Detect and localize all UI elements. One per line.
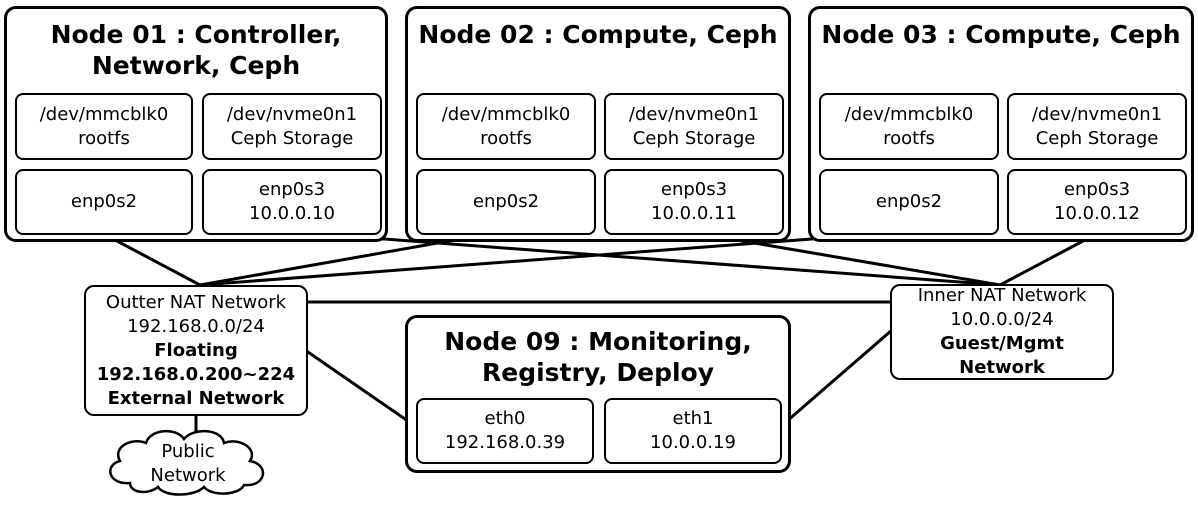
node-03-title: Node 03 : Compute, Ceph [821, 20, 1181, 49]
outer-net-external: External Network [107, 387, 285, 409]
inner-net-subnet: 10.0.0.0/24 [950, 309, 1054, 330]
inner-net-name: Inner NAT Network [917, 285, 1087, 306]
outer-net-floating: Floating [154, 339, 238, 361]
inner-net-guest: Guest/Mgmt [940, 333, 1064, 354]
link-inner-eth1 [778, 328, 893, 430]
node-09-title: Node 09 : Monitoring, Registry, Deploy [444, 327, 752, 387]
link-node01-enp0s3-inner [289, 230, 1001, 287]
outer-net-name: Outter NAT Network [105, 291, 287, 313]
outer-net-subnet: 192.168.0.0/24 [127, 315, 265, 337]
outer-nat-network-box: Outter NAT Network 192.168.0.0/24 Floati… [84, 285, 308, 416]
node-09-box: Node 09 : Monitoring, Registry, Deploy e… [405, 315, 791, 473]
link-node03-enp0s2-outer [199, 230, 906, 287]
inner-nat-network-box: Inner NAT Network 10.0.0.0/24 Guest/Mgmt… [890, 284, 1114, 380]
node-03-nic-enp0s2: enp0s2 [819, 169, 999, 235]
cloud-icon [109, 430, 265, 496]
node-01-title: Node 01 : Controller, Network, Ceph [50, 20, 342, 80]
inner-net-network: Network [959, 357, 1045, 378]
node-02-nic-enp0s2: enp0s2 [416, 169, 596, 235]
public-network-label: Public Network [150, 441, 226, 486]
node-01-box: Node 01 : Controller, Network, Ceph /dev… [4, 6, 388, 242]
node-02-title: Node 02 : Compute, Ceph [418, 20, 778, 49]
outer-net-range: 192.168.0.200~224 [96, 363, 296, 385]
node-01-nic-enp0s2: enp0s2 [15, 169, 193, 235]
link-outer-eth0 [304, 348, 419, 430]
